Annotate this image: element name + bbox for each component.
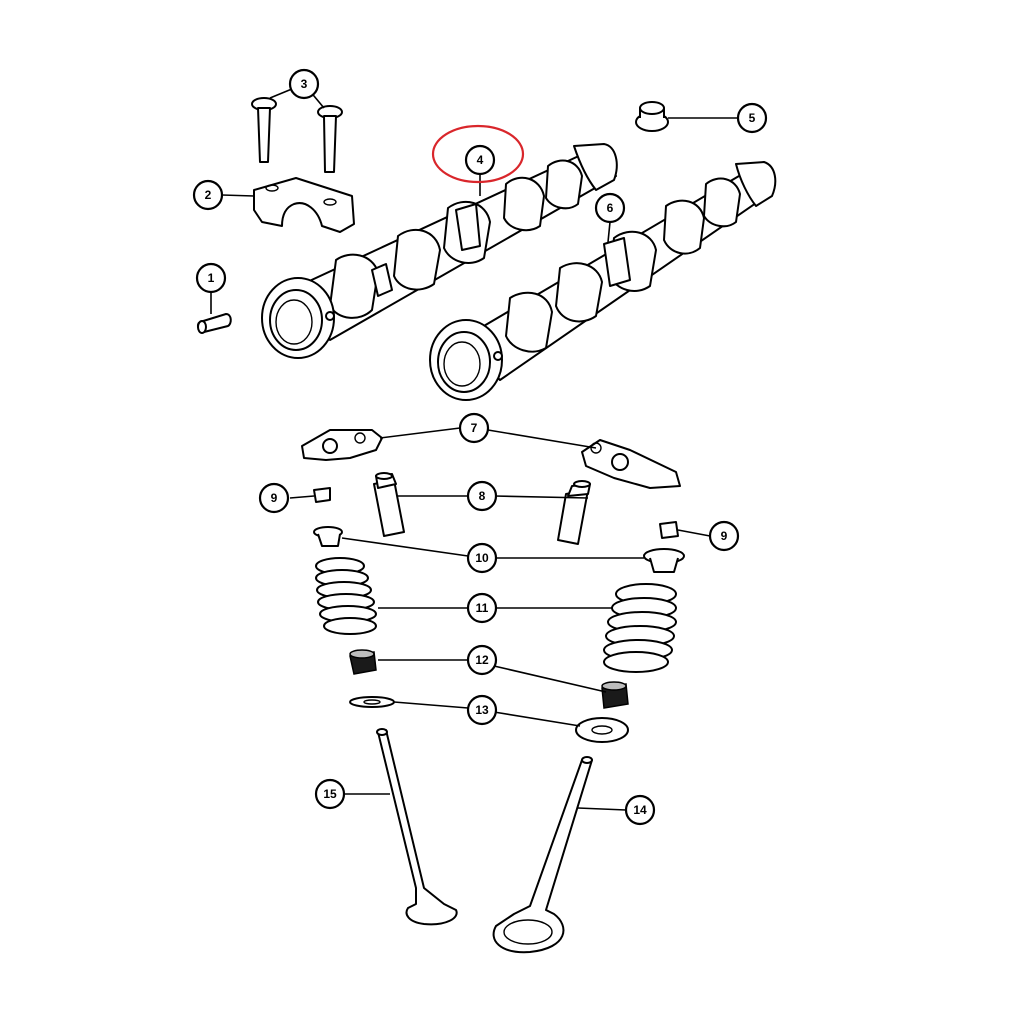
spring-seat-right-part xyxy=(575,717,629,743)
callout-13: 13 xyxy=(466,694,498,726)
callout-8: 8 xyxy=(466,480,498,512)
flange-bolt-part xyxy=(635,101,669,132)
callout-3: 3 xyxy=(288,68,320,100)
svg-text:7: 7 xyxy=(471,421,478,435)
valve-seal-right-part xyxy=(601,681,629,709)
callout-10: 10 xyxy=(466,542,498,574)
svg-text:5: 5 xyxy=(749,111,756,125)
camshaft-left-part xyxy=(261,143,618,359)
svg-text:3: 3 xyxy=(301,77,308,91)
bearing-cap-part xyxy=(253,177,355,233)
svg-text:9: 9 xyxy=(721,529,728,543)
svg-text:15: 15 xyxy=(323,787,337,801)
valve-right-part xyxy=(492,756,593,954)
svg-text:10: 10 xyxy=(475,551,489,565)
svg-text:4: 4 xyxy=(477,153,484,167)
lifter-left-part xyxy=(373,472,405,537)
svg-text:12: 12 xyxy=(475,653,489,667)
svg-text:11: 11 xyxy=(476,601,489,615)
dowel-pin-part xyxy=(196,313,232,334)
svg-text:14: 14 xyxy=(633,803,647,817)
callout-1: 1 xyxy=(195,262,227,294)
callout-15: 15 xyxy=(314,778,346,810)
lifter-right-part xyxy=(557,480,591,545)
callout-4: 4 xyxy=(464,144,496,176)
valve-seal-left-part xyxy=(349,649,377,675)
spring-retainer-right-part xyxy=(643,548,685,573)
spring-seat-left-part xyxy=(349,696,395,708)
svg-text:2: 2 xyxy=(205,188,212,202)
callout-11: 11 xyxy=(466,592,498,624)
bolt-pair-part xyxy=(251,97,343,173)
svg-text:9: 9 xyxy=(271,491,278,505)
callout-9-right: 9 xyxy=(708,520,740,552)
callout-6: 6 xyxy=(594,192,626,224)
spring-retainer-left-part xyxy=(313,526,343,547)
rocker-arm-left-part xyxy=(301,429,383,461)
rocker-arm-right-part xyxy=(581,439,681,489)
valve-spring-right-part xyxy=(603,583,677,673)
callout-2: 2 xyxy=(192,179,224,211)
callout-12: 12 xyxy=(466,644,498,676)
callout-5: 5 xyxy=(736,102,768,134)
svg-text:13: 13 xyxy=(475,703,489,717)
callout-7: 7 xyxy=(458,412,490,444)
camshaft-right-part xyxy=(429,161,777,401)
valve-spring-left-part xyxy=(315,557,377,635)
valve-keeper-left-part xyxy=(313,487,331,503)
svg-text:1: 1 xyxy=(208,271,215,285)
valve-keeper-right-part xyxy=(659,521,679,539)
svg-text:8: 8 xyxy=(479,489,486,503)
highlight-ring xyxy=(431,124,525,184)
callout-9-left: 9 xyxy=(258,482,290,514)
callout-14: 14 xyxy=(624,794,656,826)
svg-text:6: 6 xyxy=(607,201,614,215)
valve-left-part xyxy=(376,728,458,926)
